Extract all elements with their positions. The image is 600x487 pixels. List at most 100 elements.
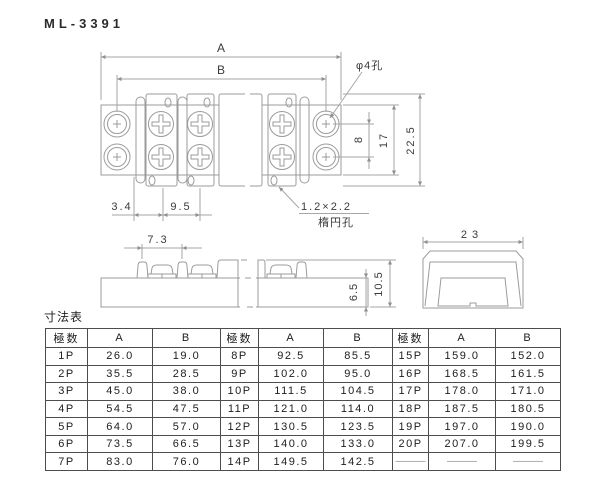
table-row: 3P 45.0 38.0 10P 111.5 104.5 17P 178.0 1…: [45, 382, 561, 401]
dim-label-3-4: 3.4: [111, 201, 132, 213]
oval-name-label: 楕円孔: [318, 215, 354, 229]
end-profile-outer: [422, 250, 524, 309]
hole-callout-label: φ4孔: [356, 59, 383, 72]
cell: 9P: [220, 364, 259, 384]
end-profile-inner: [424, 261, 522, 307]
cell: 8P: [220, 347, 259, 366]
cell: 11P: [220, 399, 259, 419]
dim-label-9-5: 9.5: [170, 201, 191, 213]
col-header: B: [323, 328, 393, 348]
cell: 26.0: [87, 347, 153, 366]
barrier-profile: [176, 261, 189, 279]
dim-label-10-5: 10.5: [373, 271, 385, 296]
barrier-slot: [177, 96, 188, 184]
pole-section: [267, 93, 297, 187]
cell: 6P: [45, 434, 88, 454]
barrier-profile: [136, 261, 149, 279]
col-header: B: [152, 328, 221, 348]
screw-head-profile: [147, 264, 296, 279]
cell: 1P: [45, 347, 88, 366]
pole-section: [145, 93, 178, 187]
cell: 114.0: [323, 399, 393, 419]
table-row: 6P 73.5 66.5 13P 140.0 133.0 20P 207.0 1…: [45, 434, 561, 454]
phillips-screw-icon: [269, 111, 295, 170]
dim-label-8: 8: [353, 137, 365, 143]
table-row: 1P 26.0 19.0 8P 92.5 85.5 15P 159.0 152.…: [45, 347, 561, 366]
cell: 2P: [45, 364, 88, 384]
cell: 130.5: [258, 417, 324, 436]
col-header: 極数: [45, 328, 88, 348]
cell: 38.0: [152, 382, 221, 401]
cell: 20P: [392, 434, 429, 454]
dim-label-23: 23: [461, 229, 483, 241]
table-header-row: 極数 A B 極数 A B 極数 A B: [45, 328, 561, 348]
side-view-dimension-labels: 7.3 6.5 10.5: [147, 234, 385, 301]
col-header: B: [495, 328, 561, 348]
cell: 149.5: [258, 452, 324, 471]
cell: 17P: [392, 382, 429, 401]
col-header: A: [428, 328, 496, 348]
center-break-section: [218, 93, 263, 187]
top-view-drawing: [100, 92, 342, 188]
cell: 207.0: [428, 434, 496, 454]
dimension-table-title: 寸法表: [44, 310, 84, 324]
col-header: 極数: [392, 328, 429, 348]
cell: 35.5: [87, 364, 153, 384]
cell: 45.0: [87, 382, 153, 401]
table-row: 2P 35.5 28.5 9P 102.0 95.0 16P 168.5 161…: [45, 364, 561, 384]
part-number-title: ML-3391: [44, 16, 125, 31]
cell: 13P: [220, 434, 259, 454]
oval-size-label: 1.2×2.2: [301, 201, 352, 213]
cell: 171.0: [495, 382, 561, 401]
center-wall: [216, 259, 239, 307]
end-profile-block: [437, 277, 509, 307]
cell: 121.0: [258, 399, 324, 419]
cell: 95.0: [323, 364, 393, 384]
dim-label-6-5: 6.5: [348, 283, 360, 301]
cell: 199.5: [495, 434, 561, 454]
cell: 4P: [45, 399, 88, 419]
cell: 92.5: [258, 347, 324, 366]
dimension-table: 極数 A B 極数 A B 極数 A B 1P 26.0 19.0 8P 92.…: [45, 328, 561, 471]
center-wall: [257, 259, 266, 307]
cell: 178.0: [428, 382, 496, 401]
side-view-drawing: [100, 259, 369, 308]
table-row: 5P 64.0 57.0 12P 130.5 123.5 19P 197.0 1…: [45, 417, 561, 436]
cell: 190.0: [495, 417, 561, 436]
cell: 7P: [45, 452, 88, 471]
top-view-dimension-labels: A B φ4孔 8 17 22.5 3.4 9.5 1.2×2.2 楕円孔: [111, 41, 417, 229]
break-gap: [245, 92, 255, 188]
cell: 47.5: [152, 399, 221, 419]
cell: 10P: [220, 382, 259, 401]
barrier-slot: [135, 96, 146, 184]
col-header: A: [258, 328, 324, 348]
mounting-hole-icon: [103, 110, 131, 171]
cell: 187.5: [428, 399, 496, 419]
cell: 5P: [45, 417, 88, 436]
cell: 64.0: [87, 417, 153, 436]
cell: 180.5: [495, 399, 561, 419]
cell: 83.0: [87, 452, 153, 471]
cell: 85.5: [323, 347, 393, 366]
cell: 19P: [392, 417, 429, 436]
dim-label-b: B: [217, 63, 225, 77]
cell: 14P: [220, 452, 259, 471]
cell: 142.5: [323, 452, 393, 471]
cell: 102.0: [258, 364, 324, 384]
cell: 28.5: [152, 364, 221, 384]
cell: 12P: [220, 417, 259, 436]
cell: 197.0: [428, 417, 496, 436]
cell: 16P: [392, 364, 429, 384]
cell: 73.5: [87, 434, 153, 454]
col-header: A: [87, 328, 153, 348]
end-view-dimensions: [422, 237, 524, 249]
barrier-profile: [295, 261, 308, 279]
table-row: 7P 83.0 76.0 14P 149.5 142.5 ——— ——— ———: [45, 452, 561, 471]
top-view-dimensions: [100, 52, 425, 221]
cell: 140.0: [258, 434, 324, 454]
cell: 104.5: [323, 382, 393, 401]
dim-label-7-3: 7.3: [147, 234, 168, 246]
dim-label-22-5: 22.5: [405, 125, 417, 154]
